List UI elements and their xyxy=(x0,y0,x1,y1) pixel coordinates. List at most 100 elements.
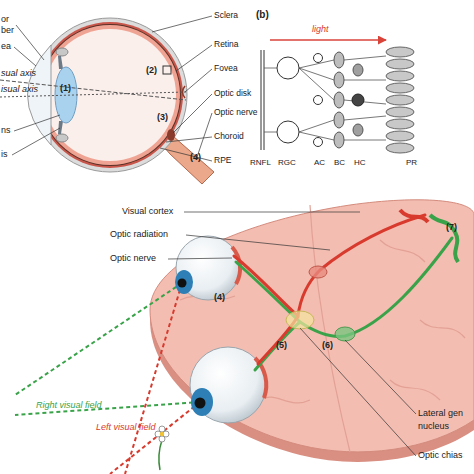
part-label: Retina xyxy=(214,40,239,49)
choroid xyxy=(37,22,183,168)
part-label: Visual cortex xyxy=(122,207,173,217)
leader-line xyxy=(16,25,44,60)
part-label: ns xyxy=(1,126,11,136)
gyrus-line xyxy=(260,397,310,403)
callout-number: (5) xyxy=(276,341,287,351)
layer-label: HC xyxy=(354,159,366,168)
leader-line xyxy=(166,137,212,142)
gyrus-line xyxy=(390,380,440,400)
leader-line xyxy=(300,328,416,456)
brain-section xyxy=(150,200,474,452)
bipolar-cell xyxy=(334,112,344,128)
leader-line xyxy=(184,212,360,213)
layer-label: RGC xyxy=(278,159,296,168)
gyrus-line xyxy=(380,240,425,262)
leader-line xyxy=(173,94,212,133)
lateral-geniculate xyxy=(335,327,355,341)
leader-line xyxy=(185,69,212,92)
nerve-fiber-layer xyxy=(264,50,265,150)
horizontal-cell xyxy=(353,124,363,136)
detail-box xyxy=(163,66,171,74)
synapse-line xyxy=(344,140,386,141)
photoreceptor xyxy=(386,131,414,141)
visual-field-ray xyxy=(110,402,200,474)
leader-line xyxy=(12,128,60,155)
callout-number: (6) xyxy=(322,341,333,351)
synapse-line xyxy=(344,80,386,81)
pupil xyxy=(195,398,206,409)
layer-label: PR xyxy=(406,159,417,168)
leader-line xyxy=(160,148,212,161)
flower-petal xyxy=(159,426,165,432)
ciliary-body xyxy=(56,134,68,142)
photoreceptor xyxy=(386,71,414,81)
part-label: Optic radiation xyxy=(110,230,168,240)
amacrine-cell xyxy=(314,54,323,63)
part-label: Sclera xyxy=(214,11,238,20)
vitreous xyxy=(44,29,176,161)
bipolar-cell xyxy=(334,92,344,108)
visual-cortex xyxy=(430,215,458,262)
photoreceptor xyxy=(386,143,414,153)
part-label: nucleus xyxy=(418,422,449,432)
eyeball xyxy=(176,236,240,300)
iris xyxy=(58,121,63,134)
layer-label: AC xyxy=(314,159,325,168)
iris xyxy=(175,270,193,294)
visual-field-ray xyxy=(125,283,182,474)
part-label: RPE xyxy=(214,156,231,165)
part-label: Optic nerve xyxy=(214,108,257,117)
layer-label: RNFL xyxy=(250,159,271,168)
amacrine-cell xyxy=(314,96,323,105)
axon xyxy=(264,68,277,69)
iris xyxy=(191,388,213,416)
amacrine-cell xyxy=(314,138,323,147)
panel-letter: (b) xyxy=(256,9,269,20)
layer-label: BC xyxy=(334,159,345,168)
pupil xyxy=(178,279,187,288)
synapse-line xyxy=(344,100,386,104)
visual-pathway xyxy=(234,215,425,316)
part-label: Lateral gen xyxy=(418,409,463,419)
light-arrow xyxy=(270,39,386,41)
visual-field-ray xyxy=(15,283,182,395)
synapse-line xyxy=(344,116,386,120)
part-label: ea xyxy=(1,42,11,52)
part-label: Optic nerve xyxy=(110,254,156,264)
photoreceptor xyxy=(386,83,414,93)
flower-center xyxy=(160,432,164,436)
leader-line xyxy=(152,16,212,32)
field-label: Left visual field xyxy=(96,423,156,433)
axis-label: isual axis xyxy=(1,85,38,95)
part-label: Optic chias xyxy=(418,451,463,461)
photoreceptor xyxy=(386,107,414,117)
leader-line xyxy=(176,45,212,71)
ciliary-body xyxy=(56,48,68,56)
leader-line xyxy=(14,47,36,66)
horizontal-cell xyxy=(352,94,364,106)
flower-stem xyxy=(159,440,162,470)
bipolar-cell xyxy=(334,132,344,148)
flower-petal xyxy=(159,436,165,442)
bipolar-cell xyxy=(334,52,344,68)
synapse-line xyxy=(299,120,334,132)
iris xyxy=(58,56,63,69)
visual-field-ray xyxy=(15,402,200,415)
photoreceptor xyxy=(386,95,414,105)
part-label: or xyxy=(1,15,9,25)
photoreceptor xyxy=(386,47,414,57)
nerve-fiber-layer xyxy=(261,50,262,150)
field-label: Right visual field xyxy=(36,401,102,411)
leader-line xyxy=(14,115,60,131)
ganglion-cell xyxy=(277,121,299,143)
gyrus-line xyxy=(420,320,465,338)
photoreceptor xyxy=(386,119,414,129)
cornea xyxy=(28,45,52,145)
callout-number: (7) xyxy=(446,223,457,233)
leader-line xyxy=(186,235,330,250)
callout-number: (1) xyxy=(60,84,71,94)
synapse-line xyxy=(344,56,386,60)
callout-number: (3) xyxy=(157,113,168,123)
part-label: Fovea xyxy=(214,64,238,73)
axis-label: sual axis xyxy=(1,69,36,79)
